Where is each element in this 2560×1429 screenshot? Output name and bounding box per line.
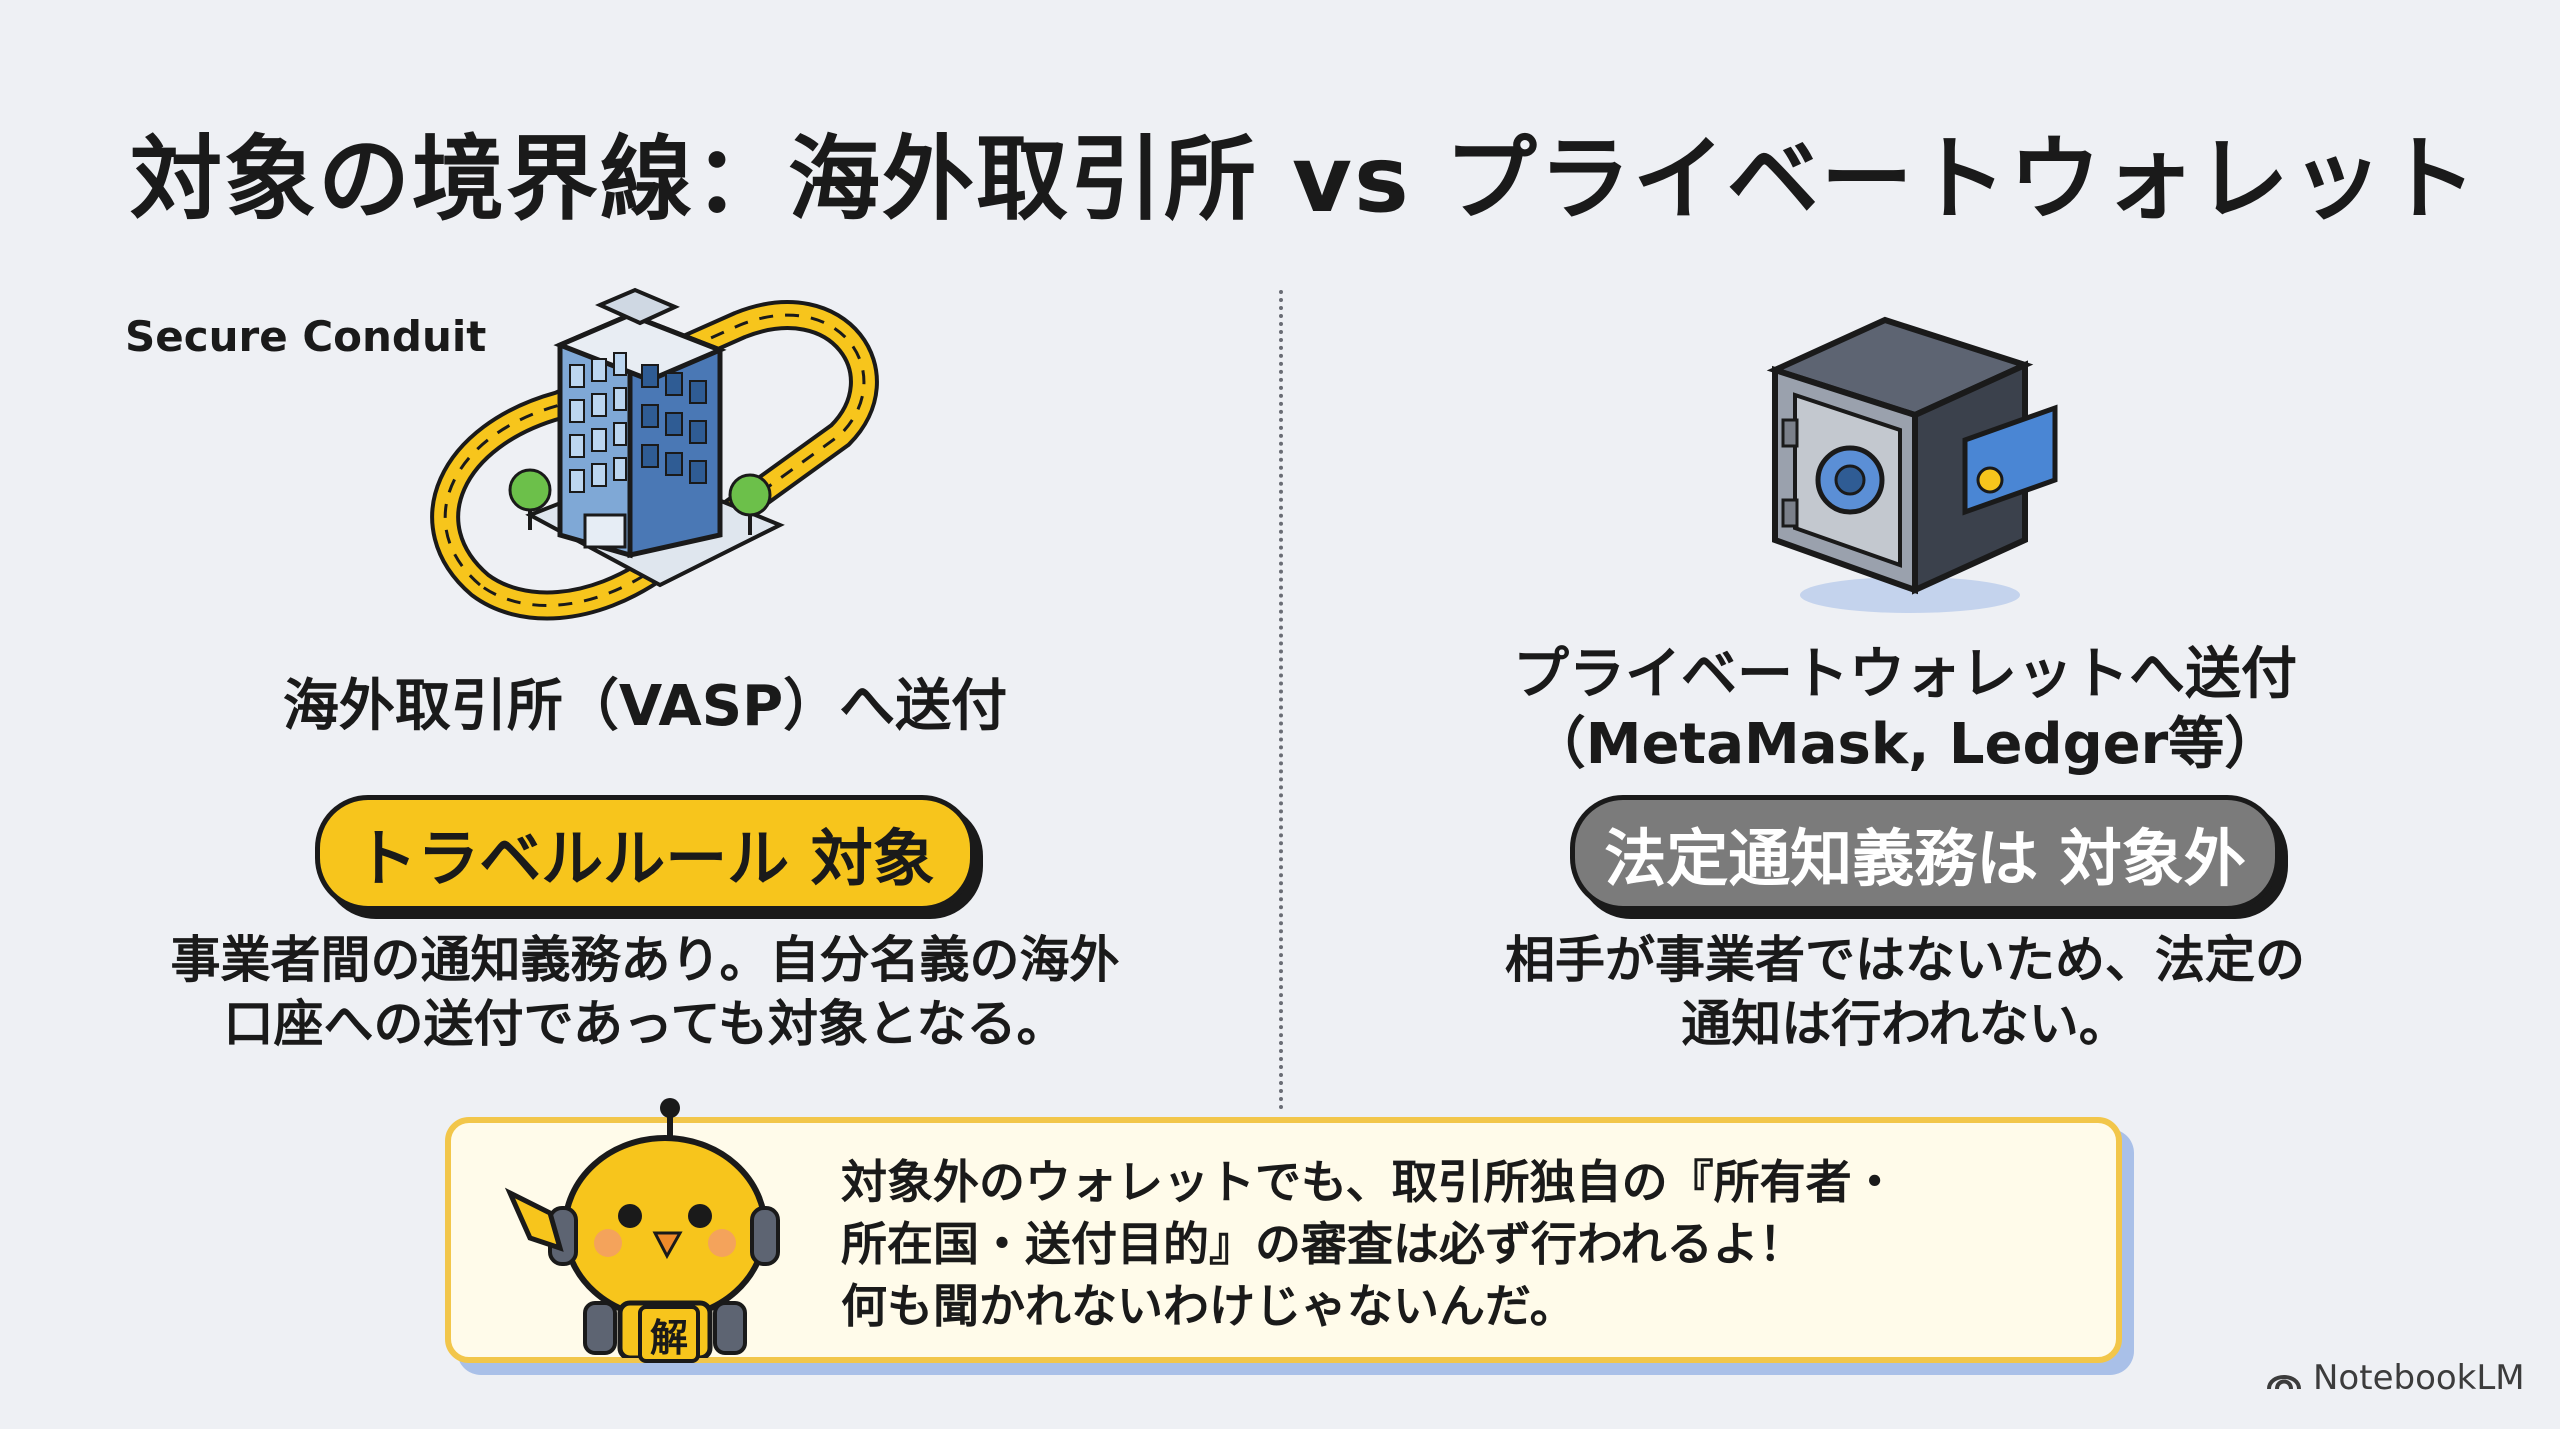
notebooklm-brand: NotebookLM (2265, 1358, 2525, 1398)
callout-text: 対象外のウォレットでも、取引所独自の『所有者・ 所在国・送付目的』の審査は必ず行… (841, 1155, 1898, 1333)
page-title: 対象の境界線：海外取引所 vs プライベートウォレット (130, 126, 2479, 233)
mascot-badge: 解 (638, 1305, 700, 1363)
right-description: 相手が事業者ではないため、法定の 通知は行われない。 (1505, 931, 2305, 1053)
column-divider (1279, 290, 1283, 1110)
secure-conduit-label: Secure Conduit (125, 312, 487, 361)
notebooklm-logo-icon (2267, 1375, 2301, 1390)
not-applicable-badge: 法定通知義務は 対象外 (1570, 795, 2280, 911)
safe-wallet-icon (1765, 290, 2065, 624)
brand-label: NotebookLM (2313, 1358, 2525, 1398)
office-building-icon (420, 285, 890, 629)
right-heading: プライベートウォレットへ送付 （MetaMask, Ledger等） (1513, 642, 2297, 777)
travel-rule-badge: トラベルルール 対象 (315, 795, 975, 911)
robot-chick-mascot: 解 (490, 1098, 780, 1363)
left-heading: 海外取引所（VASP）へ送付 (282, 674, 1008, 739)
left-description: 事業者間の通知義務あり。自分名義の海外 口座への送付であっても対象となる。 (170, 931, 1120, 1053)
